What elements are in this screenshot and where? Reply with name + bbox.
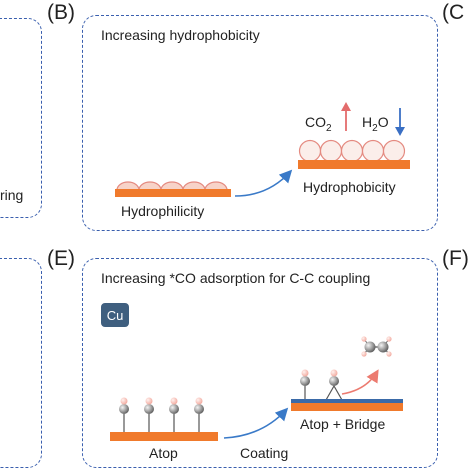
atop-bridge-surface bbox=[291, 369, 403, 411]
coating-arrow bbox=[223, 407, 289, 439]
co-bridge bbox=[325, 369, 343, 401]
hydrophilic-surface bbox=[115, 181, 231, 197]
panel-e-letter: (E) bbox=[47, 247, 75, 270]
transition-arrow bbox=[234, 169, 293, 197]
hydrophilic-substrate bbox=[115, 189, 231, 197]
co-molecule bbox=[169, 397, 179, 432]
hydrophobic-substrate bbox=[298, 160, 410, 169]
atop-bridge-label: Atop + Bridge bbox=[300, 416, 386, 432]
panel-b-frame bbox=[82, 15, 438, 231]
atop-surface bbox=[110, 397, 218, 441]
hydrophobicity-label: Hydrophobicity bbox=[303, 179, 396, 195]
h2o-label: H2O bbox=[362, 114, 389, 134]
sphere-droplet bbox=[340, 139, 364, 163]
sphere-droplet bbox=[319, 139, 343, 163]
flat-droplets bbox=[116, 181, 228, 191]
panel-e-frame bbox=[82, 258, 438, 468]
hydrophilicity-label: Hydrophilicity bbox=[121, 203, 205, 219]
co-molecule bbox=[119, 397, 129, 432]
atop-label: Atop bbox=[149, 445, 178, 461]
panel-f-letter: (F) bbox=[442, 247, 469, 270]
panel-c-letter: (C bbox=[442, 1, 465, 24]
sphere-droplet bbox=[382, 139, 406, 163]
panel-b-letter: (B) bbox=[47, 1, 75, 24]
co-atop bbox=[300, 369, 310, 400]
atop-bridge-substrate bbox=[291, 403, 403, 411]
coating-label: Coating bbox=[240, 445, 289, 461]
sphere-droplet bbox=[298, 139, 322, 163]
panel-b-title: Increasing hydrophobicity bbox=[101, 27, 260, 43]
co-molecule bbox=[144, 397, 154, 432]
panel-a-fragment-text: ring bbox=[0, 187, 24, 203]
panel-d-frame bbox=[0, 258, 42, 468]
coating-layer bbox=[291, 399, 403, 403]
cu-badge-label: Cu bbox=[106, 307, 124, 323]
panel-e-title: Increasing *CO adsorption for C-C coupli… bbox=[101, 270, 371, 286]
co2-label: CO2 bbox=[305, 114, 332, 134]
c2-product-arrow bbox=[341, 369, 379, 395]
co-molecule bbox=[194, 397, 204, 432]
hydrophobic-surface bbox=[298, 139, 410, 169]
atop-substrate bbox=[110, 432, 218, 441]
sphere-droplet bbox=[361, 139, 385, 163]
h2o-down-arrowhead bbox=[395, 127, 405, 136]
c2-product-molecule bbox=[361, 336, 392, 357]
panel-a-frame bbox=[0, 18, 42, 218]
cu-badge: Cu bbox=[101, 303, 129, 327]
co2-up-arrowhead bbox=[341, 102, 351, 111]
